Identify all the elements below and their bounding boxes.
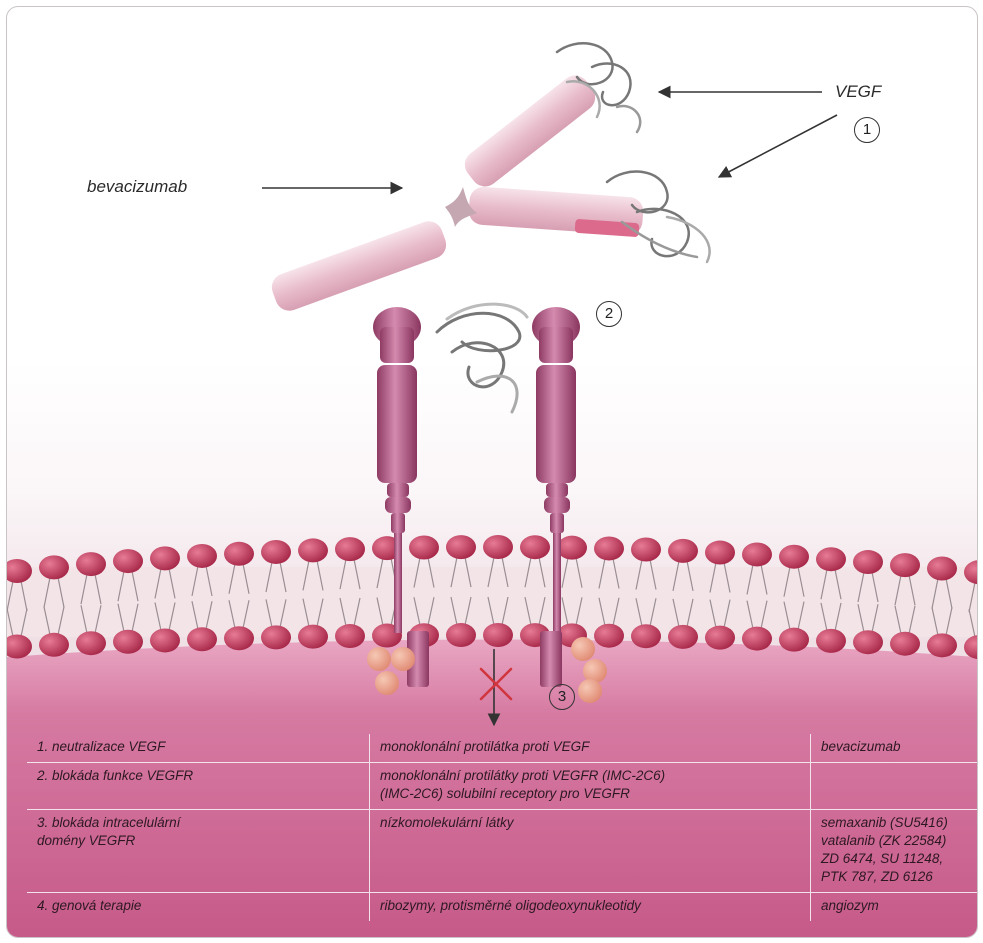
- table-cell-strategy: 1. neutralizace VEGF: [27, 734, 370, 763]
- bevacizumab-label: bevacizumab: [87, 177, 187, 197]
- table-cell-drug: bevacizumab: [811, 734, 979, 763]
- marker-2: 2: [596, 301, 622, 327]
- table-cell-strategy: 4. genová terapie: [27, 893, 370, 922]
- vegf-label: VEGF: [835, 82, 881, 102]
- table-cell-strategy: 2. blokáda funkce VEGFR: [27, 763, 370, 810]
- table-cell-drug: angiozym: [811, 893, 979, 922]
- table-cell-drug: semaxanib (SU5416) vatalanib (ZK 22584) …: [811, 810, 979, 893]
- table-cell-agent-class: monoklonální protilátka proti VEGF: [370, 734, 811, 763]
- antibody-bevacizumab: [268, 70, 644, 315]
- marker-3: 3: [549, 684, 575, 710]
- table-cell-strategy: 3. blokáda intracelulární domény VEGFR: [27, 810, 370, 893]
- table-cell-drug: [811, 763, 979, 810]
- table-cell-agent-class: ribozymy, protisměrné oligodeoxynukleoti…: [370, 893, 811, 922]
- diagram-frame: VEGF bevacizumab 1 2 3 1. neutralizace V…: [6, 6, 978, 938]
- vegf-ribbon-icon: [437, 304, 527, 412]
- table-cell-agent-class: nízkomolekulární látky: [370, 810, 811, 893]
- table-cell-agent-class: monoklonální protilátky proti VEGFR (IMC…: [370, 763, 811, 810]
- marker-1: 1: [854, 117, 880, 143]
